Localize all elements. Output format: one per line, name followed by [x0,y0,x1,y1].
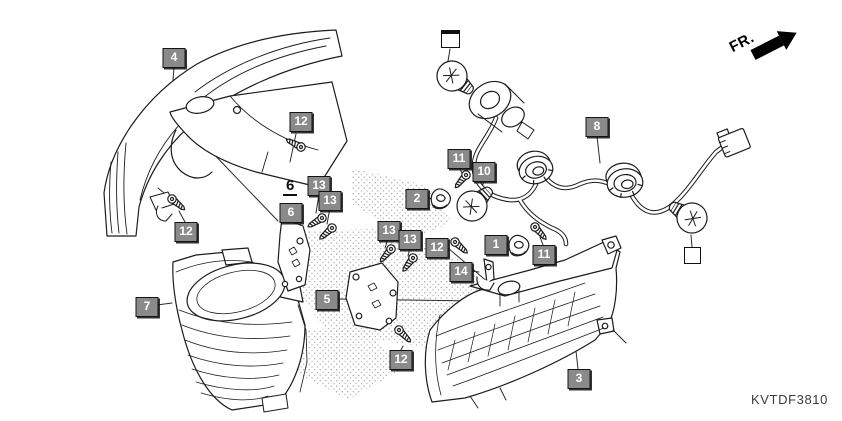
callout-11-b[interactable]: 11 [532,245,556,265]
lens-part3-drawing [425,236,626,408]
bulb-right-drawing [661,191,714,240]
callout-7[interactable]: 7 [135,297,159,317]
harness-part8-drawing [462,74,750,244]
callout-13-b[interactable]: 13 [318,191,342,211]
callout-12-b[interactable]: 12 [174,222,198,242]
bracket-part14-drawing [477,259,494,290]
clip-part1-drawing [507,234,531,258]
stipple-shading [284,168,482,400]
empty-callout-box-right [684,247,701,264]
screw-part12-c-drawing [448,235,471,257]
bulb-socket-a [462,74,534,139]
screw-part13-a-drawing [305,211,329,231]
harness-connector [716,123,751,157]
callout-11-a[interactable]: 11 [447,149,471,169]
bracket-part6-drawing [278,218,310,291]
callout-12-a[interactable]: 12 [289,112,313,132]
callout-12-c[interactable]: 12 [425,238,449,258]
callout-13-c[interactable]: 13 [377,221,401,241]
callout-5[interactable]: 5 [315,290,339,310]
callout-13-d[interactable]: 13 [398,230,422,250]
bulb-socket-c [603,160,646,201]
callout-6[interactable]: 6 [279,203,303,223]
callout-1[interactable]: 1 [484,235,508,255]
part-6-plain-label: 6 [283,178,298,196]
callout-4[interactable]: 4 [162,48,186,68]
callout-2[interactable]: 2 [405,189,429,209]
bracket-part5-drawing [346,263,398,330]
lens-part7-drawing [173,248,307,412]
empty-callout-box-top [441,30,460,48]
callout-3[interactable]: 3 [567,369,591,389]
fr-direction-arrow [750,31,797,60]
callout-10[interactable]: 10 [472,162,496,182]
callout-12-d[interactable]: 12 [389,350,413,370]
callout-8[interactable]: 8 [585,117,609,137]
callout-14[interactable]: 14 [449,262,473,282]
diagram-code: KVTDF3810 [751,392,828,407]
clip-part2-drawing [429,187,453,211]
housing-part4-drawing [104,30,347,236]
